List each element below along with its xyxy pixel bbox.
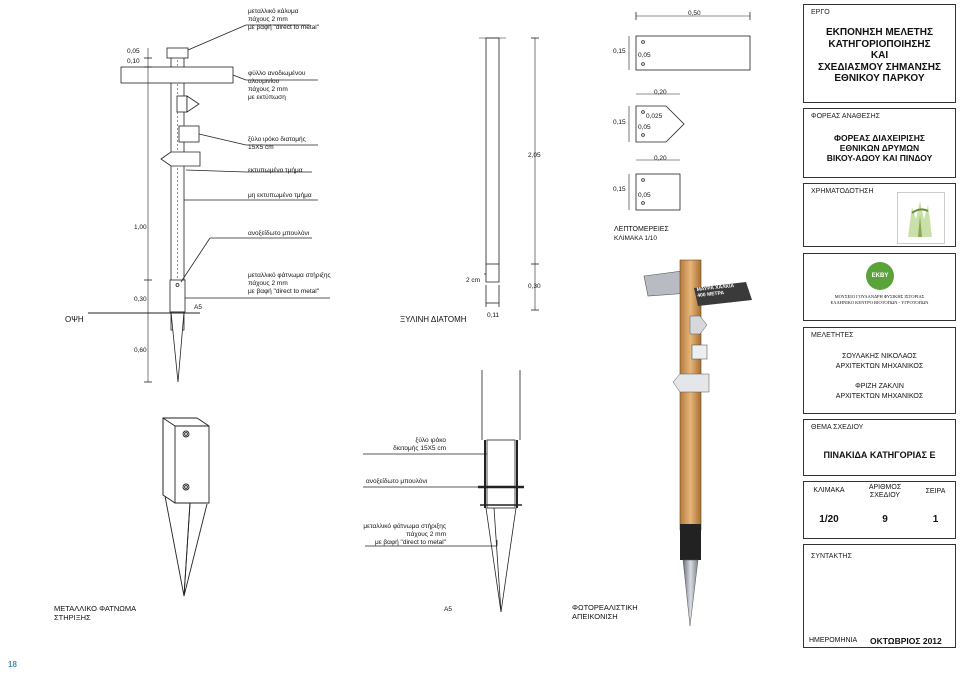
museum-text: ΜΟΥΣΕΙΟ ΓΟΥΛΑΝΔΡΗ ΦΥΣΙΚΗΣ ΙΣΤΟΡΙΑΣ ΕΛΛΗΝ… [830,294,929,305]
detail-row2-h: 0,15 [613,119,626,126]
series-value: 1 [932,514,939,525]
scale-col: ΚΛΙΜΑΚΑ 1/20 [804,482,854,538]
label-aluminium-sheet: φύλλο ανοδιωμένου αλουμινίου πάχους 2 mm… [248,70,306,101]
detail-row2-w: 0,20 [654,89,667,96]
view-label-wood: ΞΥΛΙΝΗ ΔΙΑΤΟΜΗ [400,315,467,324]
base-label-a5: Α5 [444,606,452,613]
dim-wood-length: 2,05 [528,152,541,159]
panel-scale-numbers: ΚΛΙΜΑΚΑ 1/20 ΑΡΙΘΜΟΣ ΣΧΕΔΙΟΥ 9 ΣΕΙΡΑ 1 [803,481,956,539]
panel-designers: ΜΕΛΕΤΗΤΕΣ ΣΟΥΛΑΚΗΣ ΝΙΚΟΛΑΟΣ ΑΡΧΙΤΕΚΤΩΝ Μ… [803,327,956,414]
detail-row3-w: 0,20 [654,155,667,162]
dim-wood-base: 0,30 [528,283,541,290]
detail-row3-inner: 0,05 [638,192,651,199]
metal-frame-drawing [162,417,210,597]
panel-authority: ΦΟΡΕΑΣ ΑΝΑΘΕΣΗΣ ΦΟΡΕΑΣ ΔΙΑΧΕΙΡΙΣΗΣ ΕΘΝΙΚ… [803,108,956,178]
label-bolt: ανοξείδωτο μπουλόνι [248,230,310,237]
label-ground-a5: Α5 [194,304,202,311]
base-label-wood: ξύλο ιρόκο διατομής 15Χ5 cm [393,437,446,452]
photoreal-sign [643,259,752,627]
panel-author: ΣΥΝΤΑΚΤΗΣ ΗΜΕΡΟΜΗΝΙΑ ΟΚΤΩΒΡΙΟΣ 2012 [803,544,956,648]
details-drawing [628,12,751,211]
date-value: ΟΚΤΩΒΡΙΟΣ 2012 [870,636,942,646]
details-title: ΛΕΠΤΟΜΕΡΕΙΕΣ [614,226,669,233]
scale-value: 1/20 [819,514,839,525]
series-header: ΣΕΙΡΑ [925,488,946,495]
series-col: ΣΕΙΡΑ 1 [914,482,957,538]
detail-row2-extra: 0,025 [646,113,663,120]
designers-names: ΣΟΥΛΑΚΗΣ ΝΙΚΟΛΑΟΣ ΑΡΧΙΤΕΚΤΩΝ ΜΗΧΑΝΙΚΟΣ Φ… [835,353,924,400]
panel-museum: ΕΚΒΥ ΜΟΥΣΕΙΟ ΓΟΥΛΑΝΔΡΗ ΦΥΣΙΚΗΣ ΙΣΤΟΡΙΑΣ … [803,253,956,321]
museum-logo-icon: ΕΚΒΥ [866,262,894,290]
funding-logo [897,192,945,244]
panel-funding: ΧΡΗΜΑΤΟΔΟΤΗΣΗ [803,183,956,247]
label-unprinted-part: μη εκτυπωμένο τμήμα [248,192,312,199]
tree-logo-icon [908,201,932,237]
project-header: ΕΡΓΟ [811,9,830,16]
drawing-no-col: ΑΡΙΘΜΟΣ ΣΧΕΔΙΟΥ 9 [856,482,914,538]
dim-cap: 0,05 [127,48,140,55]
detail-row1-h: 0,15 [613,48,626,55]
metal-frame-label: ΜΕΤΑΛΛΙΚΟ ΦΑΤΝΩΜΑ ΣΤΗΡΙΞΗΣ [54,604,137,622]
dim-wood-width: 0,11 [487,312,500,319]
subject-text: ΠΙΝΑΚΙΔΑ ΚΑΤΗΓΟΡΙΑΣ Ε [823,450,936,460]
drawing-no-header: ΑΡΙΘΜΟΣ ΣΧΕΔΙΟΥ [868,484,902,499]
wood-section-drawing [479,37,539,311]
dim-board: 0,10 [127,58,140,65]
authority-name: ΦΟΡΕΑΣ ΔΙΑΧΕΙΡΙΣΗΣ ΕΘΝΙΚΩΝ ΔΡΥΜΩΝ ΒΙΚΟΥ-… [826,133,933,163]
view-label-front: ΟΨΗ [65,315,84,324]
base-detail-drawing [363,370,524,613]
funding-header: ΧΡΗΜΑΤΟΔΟΤΗΣΗ [811,188,874,195]
base-label-bolt: ανοξείδωτο μπουλόνι [366,478,428,485]
dim-spike: 0,60 [134,347,147,354]
base-label-socket: μεταλλικό φάτνωμα στήριξης πάχους 2 mm μ… [363,523,446,546]
label-printed-part: εκτυπωμένο τμήμα [248,167,303,174]
label-metal-socket: μεταλλικό φάτνωμα στήριξης πάχους 2 mm μ… [248,272,331,295]
panel-project: ΕΡΓΟ ΕΚΠΟΝΗΣΗ ΜΕΛΕΤΗΣ ΚΑΤΗΓΟΡΙΟΠΟΙΗΣΗΣ Κ… [803,4,956,103]
photoreal-label: ΦΩΤΟΡΕΑΛΙΣΤΙΚΗ ΑΠΕΙΚΟΝΙΣΗ [572,603,638,621]
detail-row2-inner: 0,05 [638,124,651,131]
wood-note-2cm: 2 cm [466,277,481,284]
designers-header: ΜΕΛΕΤΗΤΕΣ [811,332,854,339]
detail-row1-inner: 0,05 [638,52,651,59]
drawing-no-value: 9 [882,514,888,525]
detail-row3-h: 0,15 [613,186,626,193]
dim-socket: 0,30 [134,296,147,303]
label-iroko-wood: ξύλο ιρόκο διατομής 15Χ5 cm [248,136,306,151]
authority-header: ΦΟΡΕΑΣ ΑΝΑΘΕΣΗΣ [811,113,880,120]
author-header: ΣΥΝΤΑΚΤΗΣ [811,553,852,560]
front-view-drawing [88,24,330,383]
page-number: 18 [8,660,17,669]
project-title: ΕΚΠΟΝΗΣΗ ΜΕΛΕΤΗΣ ΚΑΤΗΓΟΡΙΟΠΟΙΗΣΗΣ ΚΑΙ ΣΧ… [817,27,942,84]
dim-printed: 1,00 [134,224,147,231]
detail-top-dim: 0,50 [688,10,701,17]
panel-subject: ΘΕΜΑ ΣΧΕΔΙΟΥ ΠΙΝΑΚΙΔΑ ΚΑΤΗΓΟΡΙΑΣ Ε [803,419,956,476]
date-header: ΗΜΕΡΟΜΗΝΙΑ [809,637,858,644]
subject-header: ΘΕΜΑ ΣΧΕΔΙΟΥ [811,424,864,431]
label-metal-cap: μεταλλικό κάλυμα πάχους 2 mm με βαφή "di… [248,8,320,31]
scale-header: ΚΛΙΜΑΚΑ [813,487,845,494]
details-scale: ΚΛΙΜΑΚΑ 1/10 [614,235,658,242]
